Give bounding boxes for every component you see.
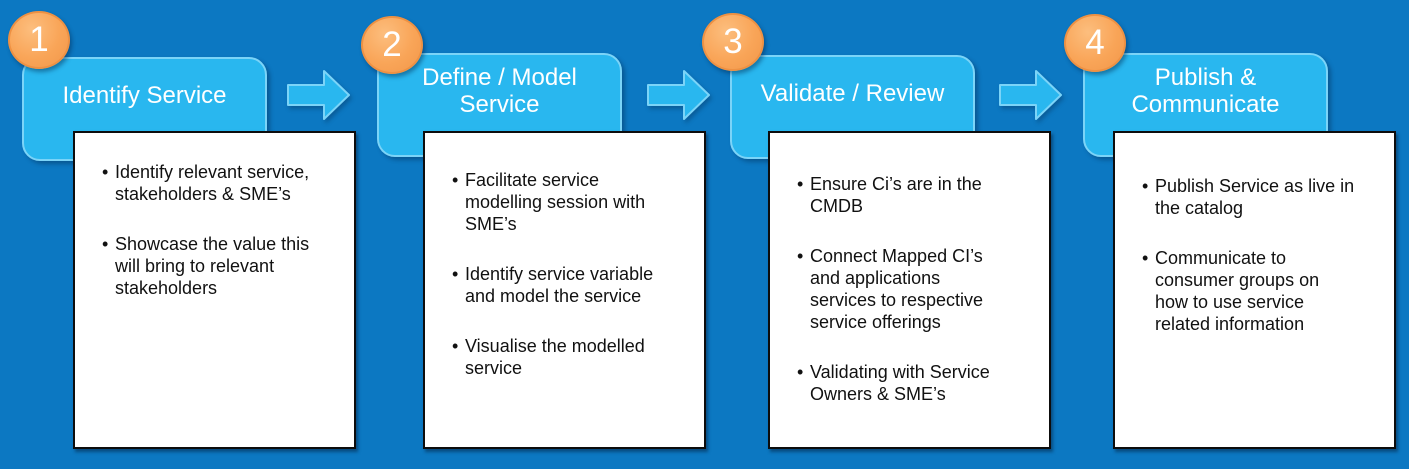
bullet-list: Publish Service as live in the catalog C…	[1115, 133, 1394, 335]
bullet-item: Validating with Service Owners & SME’s	[796, 361, 1035, 405]
bullet-item: Communicate to consumer groups on how to…	[1141, 247, 1380, 335]
bullet-item: Publish Service as live in the catalog	[1141, 175, 1380, 219]
bullet-item: Identify relevant service, stakeholders …	[101, 161, 340, 205]
arrow-right-icon	[287, 68, 351, 122]
step-title: Define / Model Service	[422, 64, 577, 118]
step-title: Validate / Review	[760, 79, 945, 107]
bullet-item: Facilitate service modelling session wit…	[451, 169, 690, 235]
bullet-list: Facilitate service modelling session wit…	[425, 133, 704, 379]
bullet-list: Identify relevant service, stakeholders …	[75, 133, 354, 299]
step-number-badge: 2	[361, 16, 423, 74]
step-detail-box-4: Publish Service as live in the catalog C…	[1113, 131, 1396, 449]
arrow-right-icon	[647, 68, 711, 122]
bullet-item: Identify service variable and model the …	[451, 263, 690, 307]
bullet-item: Visualise the modelled service	[451, 335, 690, 379]
step-detail-box-1: Identify relevant service, stakeholders …	[73, 131, 356, 449]
step-detail-box-2: Facilitate service modelling session wit…	[423, 131, 706, 449]
bullet-item: Connect Mapped CI’s and applications ser…	[796, 245, 1035, 333]
arrow-right-icon	[999, 68, 1063, 122]
bullet-item: Showcase the value this will bring to re…	[101, 233, 340, 299]
step-number: 3	[723, 22, 743, 61]
step-title: Publish & Communicate	[1131, 64, 1280, 118]
step-number: 2	[382, 25, 402, 64]
step-detail-box-3: Ensure Ci’s are in the CMDB Connect Mapp…	[768, 131, 1051, 449]
step-number: 4	[1085, 23, 1105, 62]
step-number-badge: 3	[702, 13, 764, 71]
step-number: 1	[29, 20, 49, 59]
bullet-item: Ensure Ci’s are in the CMDB	[796, 173, 1035, 217]
step-title: Identify Service	[62, 81, 227, 109]
bullet-list: Ensure Ci’s are in the CMDB Connect Mapp…	[770, 133, 1049, 405]
step-number-badge: 4	[1064, 14, 1126, 72]
step-number-badge: 1	[8, 11, 70, 69]
